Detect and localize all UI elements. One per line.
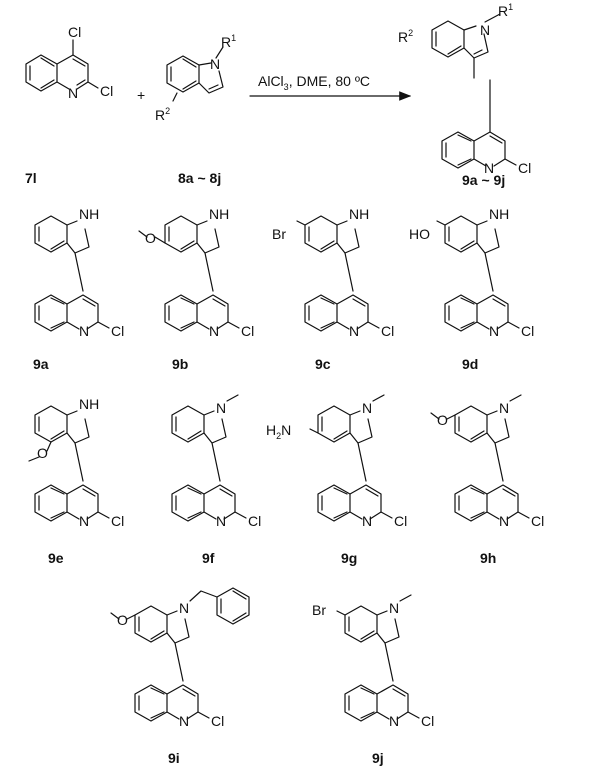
atom-h2n: H2N [266,422,291,441]
atom-nh: NH [79,206,99,222]
compound-9f: N N Cl [171,394,261,529]
product-9: N R1 R2 N Cl [398,2,531,176]
atom-o: O [145,230,156,246]
atom-cl: Cl [241,323,254,339]
atom-n: N [362,513,372,529]
atom-n: N [210,56,220,72]
compound-9c: NH Br N Cl [272,206,394,339]
compound-9j: N Br N Cl [312,594,434,729]
reaction-conditions: AlCl3, DME, 80 ºC [258,73,370,92]
atom-n: N [499,513,509,529]
atom-r1: R1 [498,2,513,19]
atom-cl: Cl [521,323,534,339]
atom-n: N [209,323,219,339]
label-9c: 9c [315,356,331,372]
label-7l: 7l [25,170,37,186]
label-8a-8j: 8a ~ 8j [178,170,221,186]
label-9i: 9i [168,750,180,766]
atom-ho: HO [409,226,430,242]
atom-cl: Cl [518,160,531,176]
atom-cl: Cl [381,323,394,339]
atom-cl: Cl [421,713,434,729]
atom-n: N [349,323,359,339]
compound-9b: NH O N Cl [138,206,254,339]
atom-r2: R2 [155,106,170,123]
atom-n: N [68,85,78,101]
atom-cl: Cl [394,513,407,529]
atom-nh: NH [349,206,369,222]
label-9d: 9d [462,356,478,372]
atom-cl: Cl [531,513,544,529]
atom-n: N [79,513,89,529]
atom-n: N [489,323,499,339]
atom-o: O [117,612,128,628]
atom-n: N [216,513,226,529]
atom-n: N [389,600,399,616]
label-9a: 9a [33,356,49,372]
compound-9d: NH HO N Cl [409,206,534,339]
label-9e: 9e [48,550,64,566]
atom-nh: NH [209,206,229,222]
atom-nh: NH [489,206,509,222]
atom-n: N [216,400,226,416]
atom-cl-4: Cl [68,24,81,40]
atom-cl-2: Cl [100,83,113,99]
label-9g: 9g [341,550,357,566]
atom-nh: NH [79,396,99,412]
compound-9h: N O N Cl [430,394,544,529]
atom-n: N [389,713,399,729]
atom-n: N [499,400,509,416]
compound-9i: N O N Cl [110,587,250,729]
plus-sign: + [137,87,145,103]
label-9j: 9j [372,750,384,766]
atom-br: Br [272,226,286,242]
atom-cl: Cl [111,323,124,339]
atom-cl: Cl [111,513,124,529]
compound-9a: NH N Cl [34,206,124,339]
compound-9g: N H2N N Cl [266,394,407,529]
label-9f: 9f [202,550,215,566]
atom-n: N [79,323,89,339]
atom-cl: Cl [248,513,261,529]
label-9a-9j: 9a ~ 9j [462,172,505,188]
atom-r2: R2 [398,28,413,45]
atom-n: N [179,600,189,616]
atom-br: Br [312,602,326,618]
reactant-7l: Cl N Cl [25,24,113,101]
atom-o: O [437,412,448,428]
compound-9e: NH O N Cl [28,396,124,529]
label-9h: 9h [480,550,496,566]
atom-n: N [179,713,189,729]
atom-n: N [362,400,372,416]
atom-n: N [480,22,490,38]
label-9b: 9b [172,356,188,372]
atom-cl: Cl [211,713,224,729]
atom-o: O [37,445,48,461]
atom-r1: R1 [221,33,236,50]
reactant-8: N R1 R2 [155,33,236,123]
atom-n: N [484,160,494,176]
